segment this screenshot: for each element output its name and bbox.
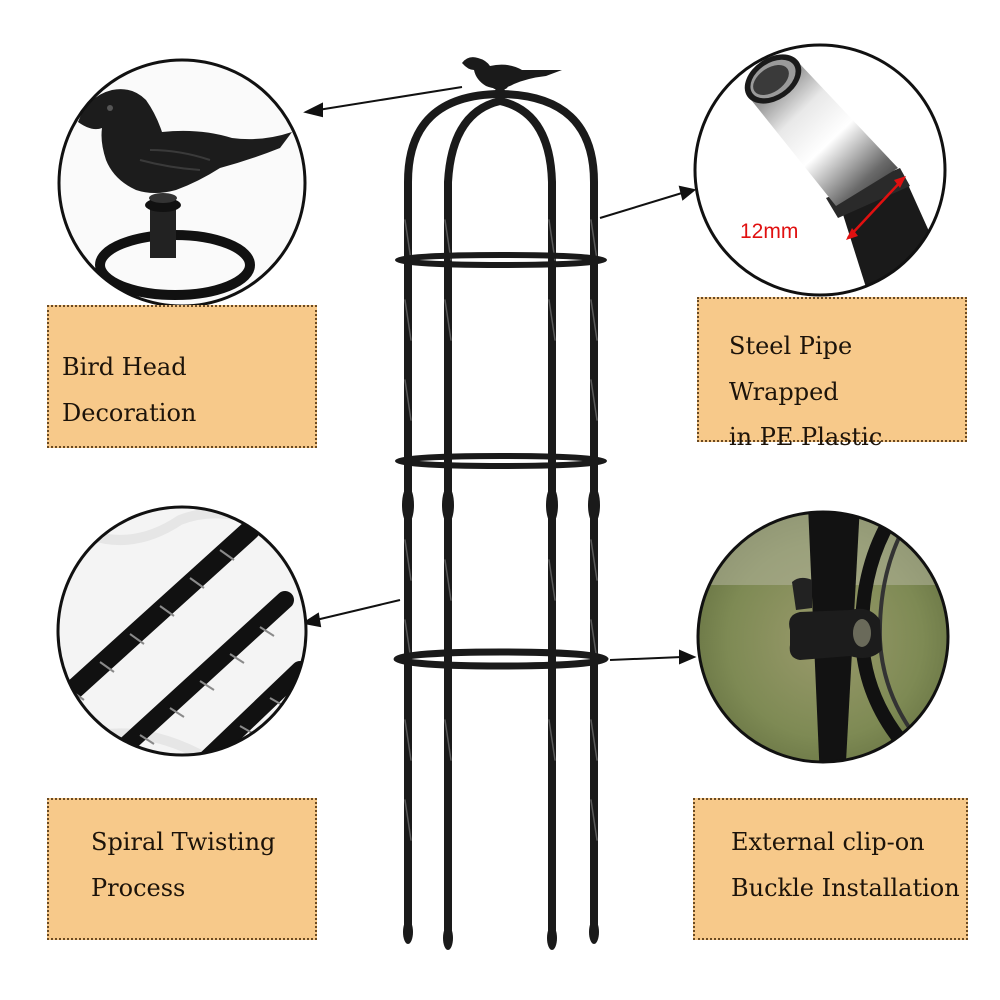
bird-head-text: Bird Head Decoration: [62, 353, 197, 427]
clip-text-line1: External clip-on: [731, 828, 925, 856]
bird-head-label: Bird Head Decoration: [47, 305, 317, 448]
spiral-twist-icon: [56, 505, 308, 757]
callout-arrows: [301, 86, 697, 665]
pipe-diameter-label: 12mm: [740, 220, 798, 243]
bird-head-decoration-icon: [57, 58, 307, 308]
steel-pipe-label: Steel Pipe Wrapped in PE Plastic: [697, 297, 967, 451]
clip-buckle-icon: [696, 510, 950, 764]
spiral-text-line2: Process: [91, 873, 186, 902]
spiral-text-line1: Spiral Twisting: [91, 828, 276, 856]
steel-pipe-icon: 12mm: [693, 43, 947, 297]
clip-text-line2: Buckle Installation: [731, 873, 960, 902]
clip-buckle-label: External clip-on Buckle Installation: [693, 798, 968, 940]
steel-pipe-text-line1: Steel Pipe Wrapped: [729, 332, 853, 406]
spiral-twist-label: Spiral Twisting Process: [47, 798, 317, 940]
trellis-obelisk: [393, 57, 609, 950]
steel-pipe-text-line2: in PE Plastic: [729, 423, 883, 452]
